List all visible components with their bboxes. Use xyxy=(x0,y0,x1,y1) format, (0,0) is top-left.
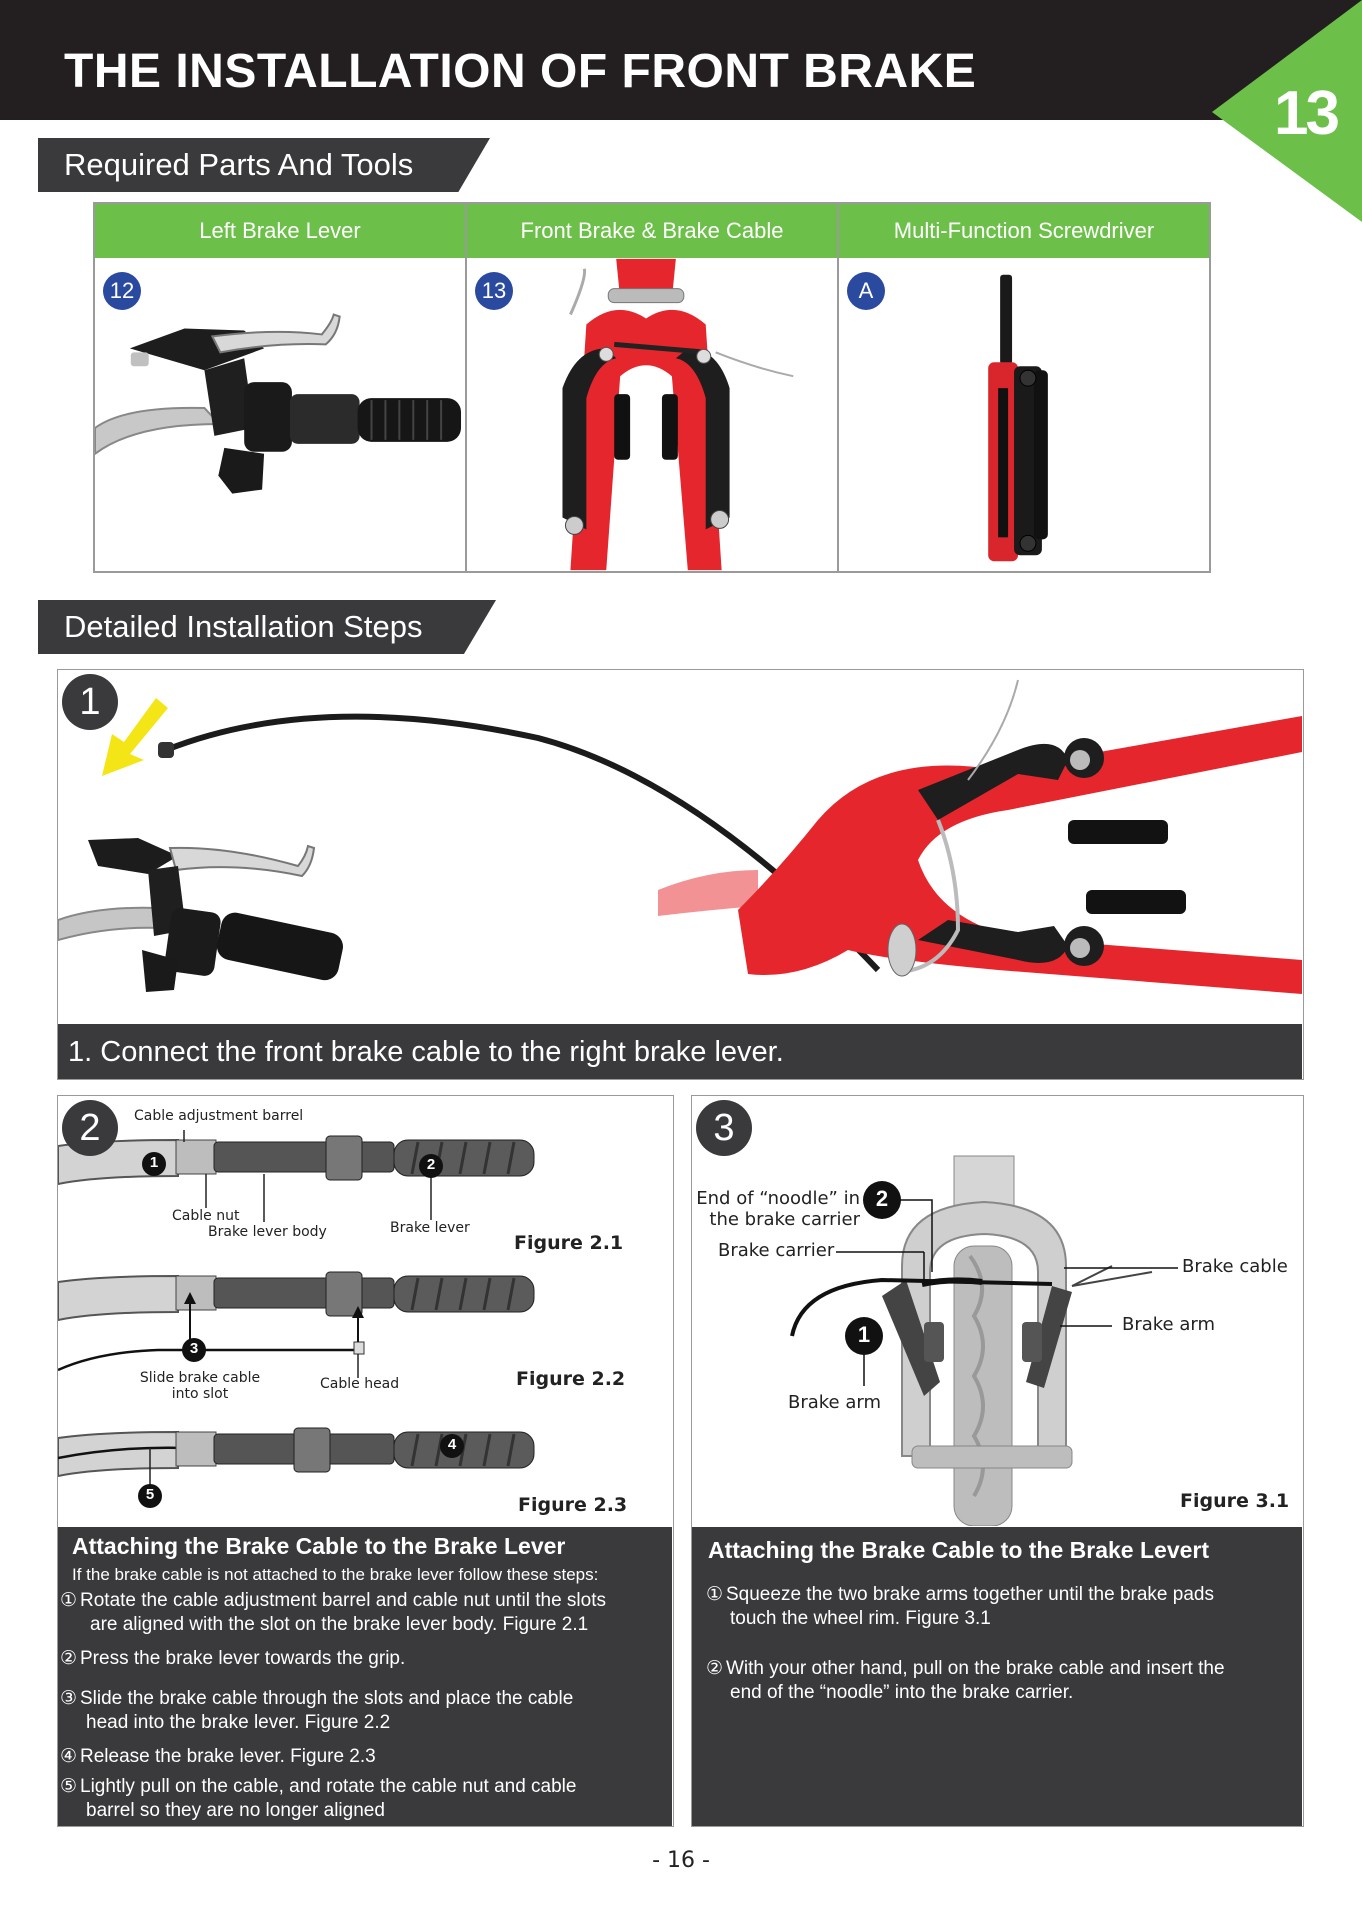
marker-1: 1 xyxy=(857,1322,871,1347)
page-title: THE INSTALLATION OF FRONT BRAKE xyxy=(64,45,977,98)
step-1-illustration xyxy=(58,679,1302,994)
item-line-2: are aligned with the slot on the brake l… xyxy=(90,1614,589,1635)
item-line-2: head into the brake lever. Figure 2.2 xyxy=(86,1712,391,1733)
step-2-panel: 2 1 2 3 4 5 Cable adjustment barrel Cabl… xyxy=(57,1095,674,1827)
callout-brake-arm-left: Brake arm xyxy=(788,1392,882,1413)
callout-slide-cable: Slide brake cable into slot xyxy=(138,1370,262,1402)
marker-4: 4 xyxy=(447,1436,457,1453)
item-index: ② xyxy=(60,1648,78,1669)
step-3-illustration xyxy=(790,1155,1178,1526)
callout-noodle-end: End of “noodle” in the brake carrier xyxy=(696,1188,860,1230)
item-line-1: Press the brake lever towards the grip. xyxy=(80,1648,406,1669)
callout-cable-nut: Cable nut xyxy=(172,1208,240,1224)
item-index: ⑤ xyxy=(60,1776,78,1797)
front-brake-image xyxy=(562,258,794,571)
part-badge: 12 xyxy=(103,272,141,310)
callout-slide-line-1: Slide brake cable xyxy=(139,1370,261,1386)
part-badge: 13 xyxy=(475,272,513,310)
part-left-brake-lever: Left Brake Lever 12 xyxy=(95,204,467,571)
parts-table: Left Brake Lever 12 Front Brake & Brake … xyxy=(93,202,1211,573)
page-number: - 16 - xyxy=(652,1848,710,1873)
callout-brake-arm-right: Brake arm xyxy=(1122,1314,1216,1335)
item-line-1: Rotate the cable adjustment barrel and c… xyxy=(80,1590,606,1611)
step-3-panel: 3 2 1 End of “noodle” in the brake carri… xyxy=(691,1095,1304,1827)
chapter-number: 13 xyxy=(1274,79,1340,148)
item-line-2: end of the “noodle” into the brake carri… xyxy=(730,1682,1074,1703)
chapter-badge: 13 xyxy=(1212,0,1362,222)
part-label: Front Brake & Brake Cable xyxy=(467,204,837,258)
step-3-instructions: Attaching the Brake Cable to the Brake L… xyxy=(692,1527,1302,1826)
item-line-1: Squeeze the two brake arms together unti… xyxy=(726,1584,1214,1605)
marker-2: 2 xyxy=(875,1186,889,1211)
part-multi-tool: Multi-Function Screwdriver A xyxy=(839,204,1209,571)
figure-2-1-label: Figure 2.1 xyxy=(514,1232,624,1254)
item-line-1: Slide the brake cable through the slots … xyxy=(80,1688,574,1709)
step-1-caption-text: Connect the front brake cable to the rig… xyxy=(100,1036,784,1068)
item-line-2: barrel so they are no longer aligned xyxy=(86,1800,385,1821)
item-line-1: Lightly pull on the cable, and rotate th… xyxy=(80,1776,577,1797)
step-1-caption-bar: 1. Connect the front brake cable to the … xyxy=(58,1024,1302,1079)
item-line-1: Release the brake lever. Figure 2.3 xyxy=(80,1746,376,1767)
item-index: ② xyxy=(706,1658,724,1679)
callout-cable-head: Cable head xyxy=(320,1376,400,1392)
step-1-caption: 1. Connect the front brake cable to the … xyxy=(58,1024,1302,1080)
item-line-1: With your other hand, pull on the brake … xyxy=(726,1658,1225,1679)
callout-noodle-line-2: the brake carrier xyxy=(709,1209,860,1230)
step-3-box-title: Attaching the Brake Cable to the Brake L… xyxy=(708,1537,1210,1563)
part-badge: A xyxy=(847,272,885,310)
step-3-number: 3 xyxy=(696,1100,752,1156)
step-2-box-title: Attaching the Brake Cable to the Brake L… xyxy=(72,1533,566,1559)
callout-brake-lever-body: Brake lever body xyxy=(208,1224,327,1240)
marker-2: 2 xyxy=(426,1156,436,1173)
part-label: Left Brake Lever xyxy=(95,204,465,258)
callout-noodle-line-1: End of “noodle” in xyxy=(696,1188,860,1209)
item-index: ④ xyxy=(60,1746,78,1767)
figure-3-1-label: Figure 3.1 xyxy=(1180,1490,1290,1512)
step-1-number: 1 xyxy=(62,674,118,730)
figure-2-3-label: Figure 2.3 xyxy=(518,1494,628,1516)
section-title-parts: Required Parts And Tools xyxy=(38,138,490,192)
step-2-number: 2 xyxy=(62,1100,118,1156)
step-2-illustration xyxy=(58,1130,535,1508)
item-index: ③ xyxy=(60,1688,78,1709)
item-index: ① xyxy=(706,1584,724,1605)
multi-tool-image xyxy=(988,274,1048,562)
figure-2-2-label: Figure 2.2 xyxy=(516,1368,626,1390)
step-2-instructions: Attaching the Brake Cable to the Brake L… xyxy=(58,1527,672,1826)
callout-brake-cable: Brake cable xyxy=(1182,1256,1288,1277)
marker-3: 3 xyxy=(189,1340,199,1357)
marker-1: 1 xyxy=(149,1154,159,1171)
callout-brake-carrier: Brake carrier xyxy=(718,1240,835,1261)
item-line-2: touch the wheel rim. Figure 3.1 xyxy=(730,1608,991,1629)
callout-brake-lever: Brake lever xyxy=(390,1220,470,1236)
callout-cable-adjustment-barrel: Cable adjustment barrel xyxy=(134,1108,304,1124)
header-bar xyxy=(0,0,1362,120)
item-index: ① xyxy=(60,1590,78,1611)
chapter-badge-shape xyxy=(1212,0,1362,222)
left-brake-lever-image xyxy=(95,313,462,494)
marker-5: 5 xyxy=(145,1486,155,1503)
step-2-box-subtitle: If the brake cable is not attached to th… xyxy=(72,1565,599,1584)
part-front-brake: Front Brake & Brake Cable 13 xyxy=(467,204,839,571)
section-title-steps: Detailed Installation Steps xyxy=(38,600,496,654)
callout-slide-line-2: into slot xyxy=(171,1386,229,1402)
part-label: Multi-Function Screwdriver xyxy=(839,204,1209,258)
step-1-caption-number: 1. xyxy=(68,1036,93,1068)
step-1-panel: 1 1. Connect the front brake cable to th… xyxy=(57,669,1304,1080)
